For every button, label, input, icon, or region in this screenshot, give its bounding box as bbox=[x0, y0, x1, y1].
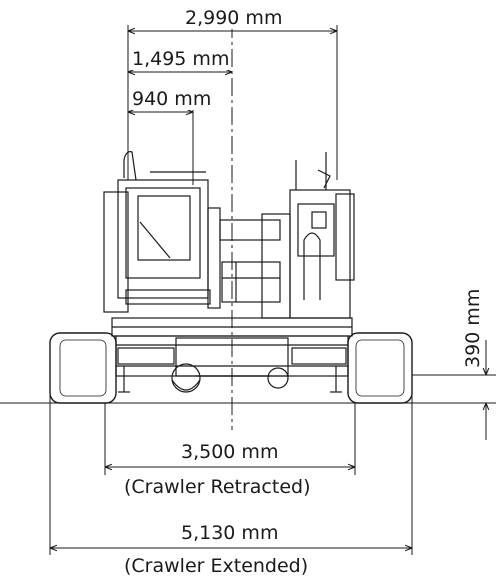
right-housing bbox=[289, 189, 351, 319]
crawler-extended-caption: (Crawler Extended) bbox=[124, 555, 309, 577]
half-width-label: 1,495 mm bbox=[132, 48, 230, 70]
crawler-retracted-caption: (Crawler Retracted) bbox=[124, 476, 311, 498]
overall-width-label: 2,990 mm bbox=[185, 7, 283, 29]
crawler-retracted-width-label: 3,500 mm bbox=[181, 441, 279, 463]
offset-width-label: 940 mm bbox=[132, 88, 212, 110]
ground-clearance-label: 390 mm bbox=[462, 288, 484, 368]
dimension-lines bbox=[50, 31, 412, 548]
right-crawler bbox=[347, 332, 413, 404]
upper-structure bbox=[103, 151, 355, 337]
crawler-extended-width-label: 5,130 mm bbox=[181, 522, 279, 544]
cab bbox=[117, 179, 209, 299]
crawler-tracks bbox=[49, 332, 413, 404]
